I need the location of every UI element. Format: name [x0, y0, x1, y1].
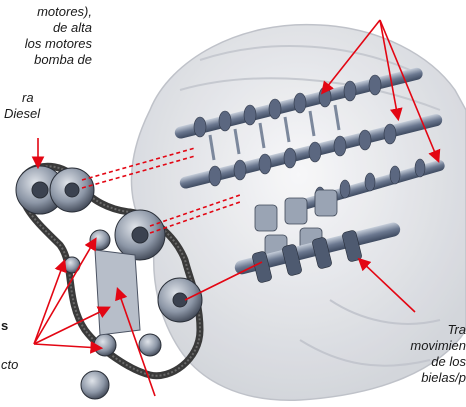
- label-top-left: motores), de alta los motores bomba de: [0, 4, 92, 68]
- water-pump: [95, 250, 140, 335]
- label-top-left-line-2: de alta: [0, 20, 92, 36]
- label-bottom-right-line-3: de los: [376, 354, 466, 370]
- label-bottom-right-line-1: Tra: [376, 322, 466, 338]
- label-bottom-right-line-2: movimien: [376, 338, 466, 354]
- label-top-left-line-3: los motores: [0, 36, 92, 52]
- label-bottom-right: Tra movimien de los bielas/p: [376, 322, 466, 386]
- label-top-left-line-6-wrap: Diesel: [4, 106, 40, 122]
- label-left-bold: s: [1, 318, 8, 334]
- label-bottom-right-line-4: bielas/p: [376, 370, 466, 386]
- label-top-left-line-4: bomba de: [0, 52, 92, 68]
- label-top-left-line-6: Diesel: [4, 106, 40, 121]
- label-left-italic: cto: [1, 357, 18, 373]
- label-top-left-line-1: motores),: [0, 4, 92, 20]
- label-top-left-line-5: ra: [22, 90, 34, 105]
- label-top-left-line-5-wrap: ra: [22, 90, 34, 106]
